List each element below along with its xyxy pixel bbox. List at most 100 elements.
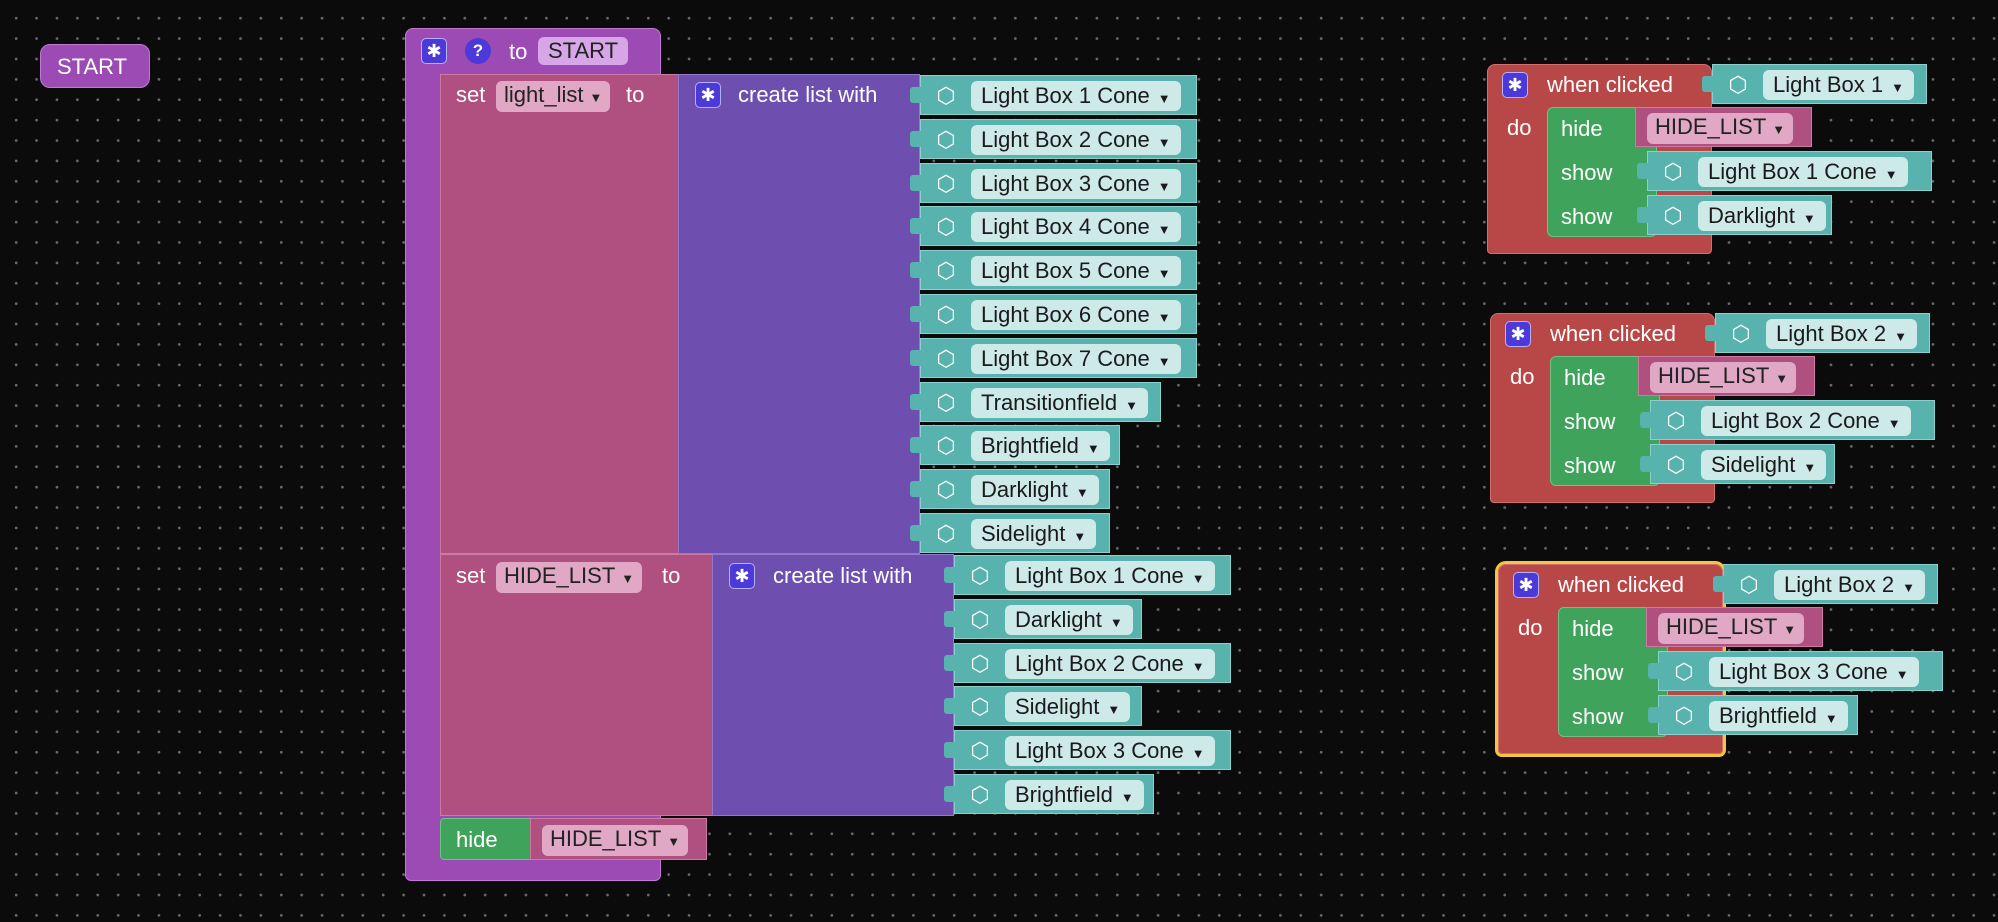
variable-dropdown-hide-list[interactable]: HIDE_LIST▼ <box>542 825 689 856</box>
object-dropdown[interactable]: Light Box 2 Cone▼ <box>971 124 1181 155</box>
object-block[interactable]: ⬡Light Box 2 Cone▼ <box>910 118 1197 159</box>
object-dropdown[interactable]: Light Box 7 Cone▼ <box>971 343 1181 374</box>
object-dropdown[interactable]: Darklight▼ <box>1698 201 1826 231</box>
gear-icon[interactable]: ✱ <box>695 82 721 108</box>
object-block[interactable]: ⬡Light Box 3 Cone▼ <box>910 162 1197 203</box>
object-dropdown[interactable]: Light Box 3 Cone▼ <box>1005 736 1215 767</box>
object-dropdown[interactable]: Light Box 2▼ <box>1774 570 1925 600</box>
object-dropdown[interactable]: Light Box 5 Cone▼ <box>971 256 1181 287</box>
object-block[interactable]: ⬡ Darklight▼ <box>1637 195 1832 235</box>
object-block[interactable]: ⬡Light Box 5 Cone▼ <box>910 250 1197 291</box>
object-block[interactable]: ⬡Light Box 1 Cone▼ <box>944 555 1231 595</box>
object-block[interactable]: ⬡Darklight▼ <box>944 598 1142 639</box>
object-dropdown[interactable]: Light Box 1 Cone▼ <box>1005 561 1215 591</box>
chevron-down-icon: ▼ <box>1157 222 1171 238</box>
object-dropdown[interactable]: Brightfield▼ <box>971 431 1110 462</box>
object-dropdown[interactable]: Light Box 3 Cone▼ <box>971 168 1181 199</box>
object-dropdown[interactable]: Light Box 4 Cone▼ <box>971 212 1181 243</box>
hide-label: hide <box>1572 616 1614 641</box>
object-dropdown[interactable]: Light Box 2 Cone▼ <box>1701 406 1911 436</box>
hide-block[interactable] <box>440 818 540 860</box>
variable-dropdown-hide-list[interactable]: HIDE_LIST▼ <box>1658 613 1805 644</box>
gear-icon[interactable]: ✱ <box>1513 572 1539 598</box>
object-block[interactable]: ⬡Sidelight▼ <box>910 513 1110 553</box>
gear-icon[interactable]: ✱ <box>1505 321 1531 347</box>
chevron-down-icon: ▼ <box>1891 80 1904 95</box>
chevron-down-icon: ▼ <box>1120 790 1134 805</box>
object-dropdown[interactable]: Brightfield▼ <box>1709 701 1848 731</box>
variable-dropdown-hide-list[interactable]: HIDE_LIST▼ <box>496 562 643 593</box>
chevron-down-icon: ▼ <box>1803 460 1817 475</box>
object-block[interactable]: ⬡Sidelight▼ <box>1640 444 1835 484</box>
object-dropdown[interactable]: Darklight▼ <box>971 475 1099 506</box>
connector-notch <box>1640 412 1652 428</box>
object-dropdown[interactable]: Light Box 6 Cone▼ <box>971 300 1181 330</box>
chevron-down-icon: ▼ <box>1887 416 1901 431</box>
variable-dropdown-light-list[interactable]: light_list▼ <box>496 81 611 112</box>
show-label: show <box>1561 204 1613 229</box>
object-dropdown[interactable]: Light Box 2▼ <box>1766 319 1917 349</box>
object-block[interactable]: ⬡Light Box 2 Cone▼ <box>944 642 1231 683</box>
create-list-block[interactable] <box>678 74 920 554</box>
connector-notch <box>944 698 956 715</box>
object-block[interactable]: ⬡ Light Box 2▼ <box>1705 313 1930 353</box>
object-block[interactable]: ⬡Light Box 1▼ <box>1702 64 1927 104</box>
object-block[interactable]: ⬡Light Box 1 Cone▼ <box>1637 151 1932 191</box>
object-dropdown[interactable]: Light Box 3 Cone▼ <box>1709 657 1919 687</box>
procedure-name-field[interactable]: START <box>538 37 629 65</box>
cube-icon: ⬡ <box>1731 321 1751 346</box>
object-dropdown[interactable]: Transitionfield▼ <box>971 387 1149 418</box>
object-dropdown[interactable]: Sidelight▼ <box>971 519 1097 549</box>
object-block[interactable]: ⬡Brightfield▼ <box>944 774 1154 814</box>
set-hide-list-block[interactable] <box>440 554 715 816</box>
object-block[interactable]: ⬡Light Box 7 Cone▼ <box>910 337 1197 378</box>
object-block[interactable]: ⬡ Light Box 3 Cone▼ <box>944 730 1231 771</box>
object-dropdown[interactable]: Sidelight▼ <box>1005 692 1131 723</box>
gear-icon[interactable]: ✱ <box>421 38 447 64</box>
variable-dropdown-hide-list[interactable]: HIDE_LIST▼ <box>1647 113 1794 144</box>
object-block[interactable]: ⬡ Light Box 2 Cone▼ <box>1640 400 1935 440</box>
create-list-block[interactable] <box>712 554 954 816</box>
chevron-down-icon: ▼ <box>1902 580 1915 595</box>
object-block[interactable]: ⬡ Light Box 6 Cone▼ <box>910 294 1197 334</box>
object-block[interactable]: ⬡Light Box 3 Cone▼ <box>1648 651 1943 691</box>
cube-icon: ⬡ <box>1663 203 1683 228</box>
connector-notch <box>944 742 956 759</box>
gear-icon[interactable]: ✱ <box>1502 72 1528 98</box>
connector-notch <box>944 567 956 583</box>
object-block[interactable]: ⬡ Transitionfield▼ <box>910 381 1161 422</box>
connector-notch <box>1637 163 1649 179</box>
start-block-label: START <box>57 54 128 79</box>
object-block[interactable]: ⬡Darklight▼ <box>910 469 1110 510</box>
set-to-label: to <box>662 563 681 588</box>
object-block[interactable]: ⬡Brightfield▼ <box>910 425 1120 466</box>
connector-notch <box>1637 207 1649 223</box>
chevron-down-icon: ▼ <box>589 90 603 105</box>
variable-dropdown-hide-list[interactable]: HIDE_LIST▼ <box>1650 362 1797 393</box>
object-dropdown[interactable]: Brightfield▼ <box>1005 780 1144 810</box>
object-dropdown[interactable]: Light Box 2 Cone▼ <box>1005 648 1215 679</box>
cube-icon: ⬡ <box>1666 408 1686 433</box>
object-block[interactable]: ⬡Light Box 1 Cone▼ <box>910 75 1197 115</box>
cube-icon: ⬡ <box>970 738 990 764</box>
do-label: do <box>1507 115 1532 140</box>
cube-icon: ⬡ <box>936 389 956 415</box>
set-light-list-block[interactable] <box>440 74 680 554</box>
object-dropdown[interactable]: Darklight▼ <box>1005 604 1133 635</box>
object-dropdown[interactable]: Sidelight▼ <box>1701 450 1827 480</box>
object-dropdown[interactable]: Light Box 1 Cone▼ <box>971 81 1181 111</box>
help-icon[interactable]: ? <box>465 38 491 64</box>
object-block[interactable]: ⬡ Brightfield▼ <box>1648 695 1858 735</box>
object-dropdown[interactable]: Light Box 1 Cone▼ <box>1698 157 1908 187</box>
object-block[interactable]: ⬡Sidelight▼ <box>944 686 1142 727</box>
connector-notch <box>910 174 922 191</box>
connector-notch <box>910 306 922 322</box>
object-block[interactable]: ⬡Light Box 4 Cone▼ <box>910 206 1197 247</box>
object-dropdown[interactable]: Light Box 1▼ <box>1763 70 1914 100</box>
object-block[interactable]: ⬡Light Box 2▼ <box>1713 564 1938 604</box>
start-block[interactable]: START <box>40 44 150 88</box>
hide-label: hide <box>1561 116 1603 141</box>
cube-icon: ⬡ <box>936 302 956 327</box>
gear-icon[interactable]: ✱ <box>729 563 755 589</box>
cube-icon: ⬡ <box>1674 703 1694 728</box>
